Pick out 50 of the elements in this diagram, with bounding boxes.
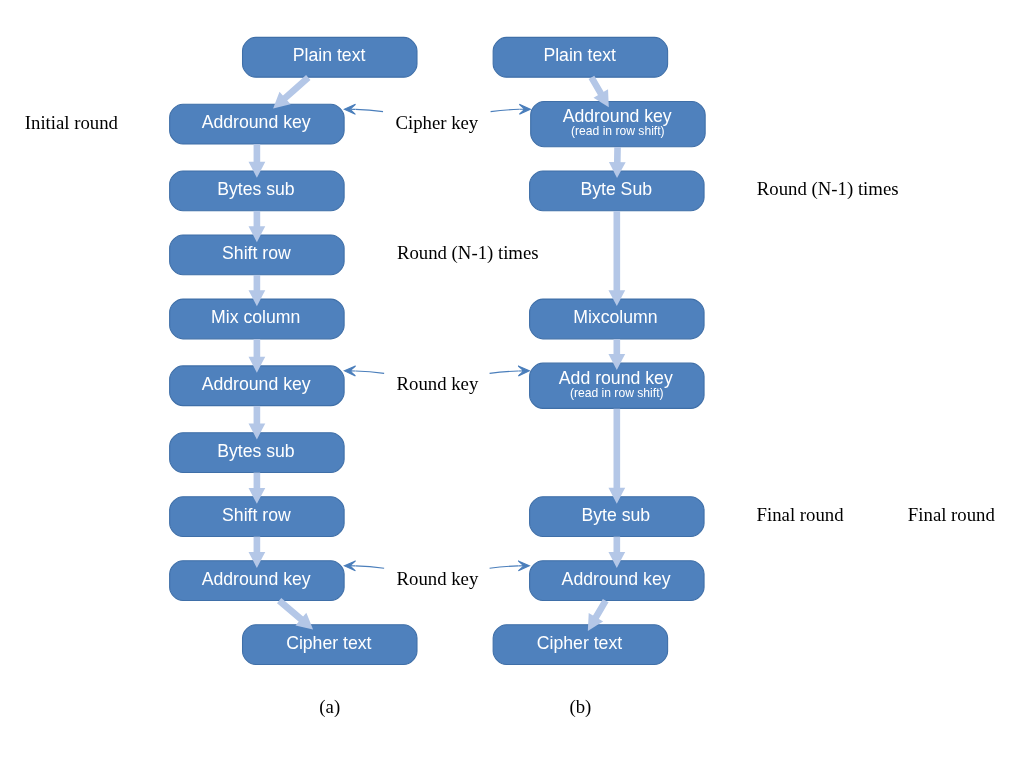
node-box: Addround key [169, 103, 345, 145]
node-box: Add round key (read in row shift) [529, 362, 705, 409]
arrow [343, 365, 385, 377]
arrow [489, 365, 530, 377]
arrow [608, 211, 626, 307]
arrow [608, 536, 626, 568]
label: Initial round [24, 111, 119, 133]
arrow [608, 339, 626, 370]
node-box: Addround key [169, 560, 345, 602]
label: (a) [319, 696, 341, 718]
label: Final round [907, 504, 995, 526]
label: Round (N-1) times [756, 178, 899, 200]
node-box: Mixcolumn [529, 298, 705, 340]
arrow [248, 536, 266, 568]
arrow [248, 339, 266, 373]
label: Round (N-1) times [396, 242, 539, 264]
node-text: Round key [396, 373, 479, 395]
arrow [248, 472, 266, 504]
node-text: Cipher key [395, 111, 479, 133]
arrow [277, 598, 314, 630]
arrow [248, 405, 266, 440]
arrow [608, 408, 626, 504]
node-box: Plain text [492, 36, 669, 78]
label: (b) [569, 696, 592, 718]
node-box: Byte sub [529, 496, 705, 537]
node-box: Bytes sub [169, 432, 345, 473]
node-box: Byte Sub [529, 170, 705, 212]
node-text: Round key [396, 568, 479, 590]
arrow [490, 103, 531, 115]
arrow [248, 144, 266, 178]
node-box: Addround key [169, 365, 345, 407]
node-box: Cipher text [492, 624, 669, 666]
node-box: Cipher text [242, 624, 418, 666]
arrow [248, 210, 266, 243]
arrow [273, 74, 311, 109]
node-box: Bytes sub [169, 170, 345, 212]
arrow [608, 147, 626, 179]
arrow [489, 560, 530, 572]
arrow [343, 103, 384, 115]
arrow [248, 274, 266, 307]
node-box: Addround key (read in row shift) [530, 100, 706, 148]
arrow [588, 75, 609, 108]
node-box: Addround key [529, 560, 705, 602]
node-box: Plain text [242, 36, 418, 78]
label: Final round [756, 504, 844, 526]
node-box: Mix column [169, 298, 345, 340]
node-box: Shift row [169, 496, 345, 537]
node-box: Shift row [169, 234, 345, 276]
arrow [587, 598, 609, 631]
arrow [343, 560, 385, 572]
